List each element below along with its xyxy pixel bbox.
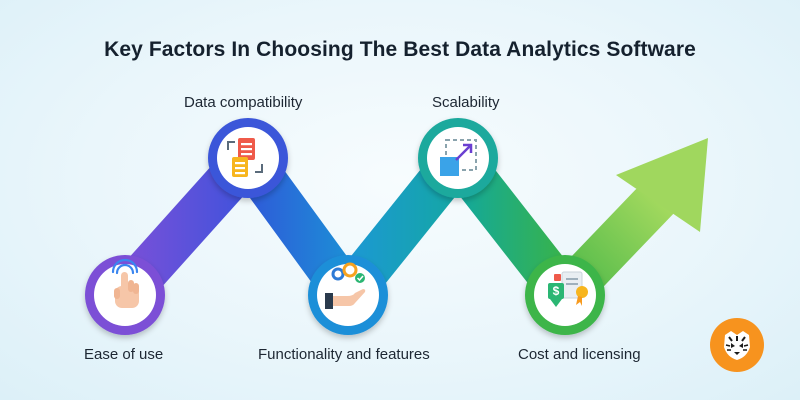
hand-tap-icon xyxy=(111,258,139,308)
label-data-compatibility: Data compatibility xyxy=(184,94,303,111)
page-title: Key Factors In Choosing The Best Data An… xyxy=(104,38,696,61)
scale-expand-icon xyxy=(440,139,477,176)
tiger-logo-icon xyxy=(710,318,764,372)
node-functionality xyxy=(308,255,388,335)
label-ease-of-use: Ease of use xyxy=(84,346,164,363)
label-scalability: Scalability xyxy=(432,94,500,111)
label-cost-licensing: Cost and licensing xyxy=(518,346,641,363)
hand-gears-icon xyxy=(325,262,366,309)
document-exchange-icon xyxy=(227,138,263,177)
price-certificate-icon: $ xyxy=(548,271,588,307)
label-functionality: Functionality and features xyxy=(258,346,430,363)
svg-text:$: $ xyxy=(553,284,560,298)
